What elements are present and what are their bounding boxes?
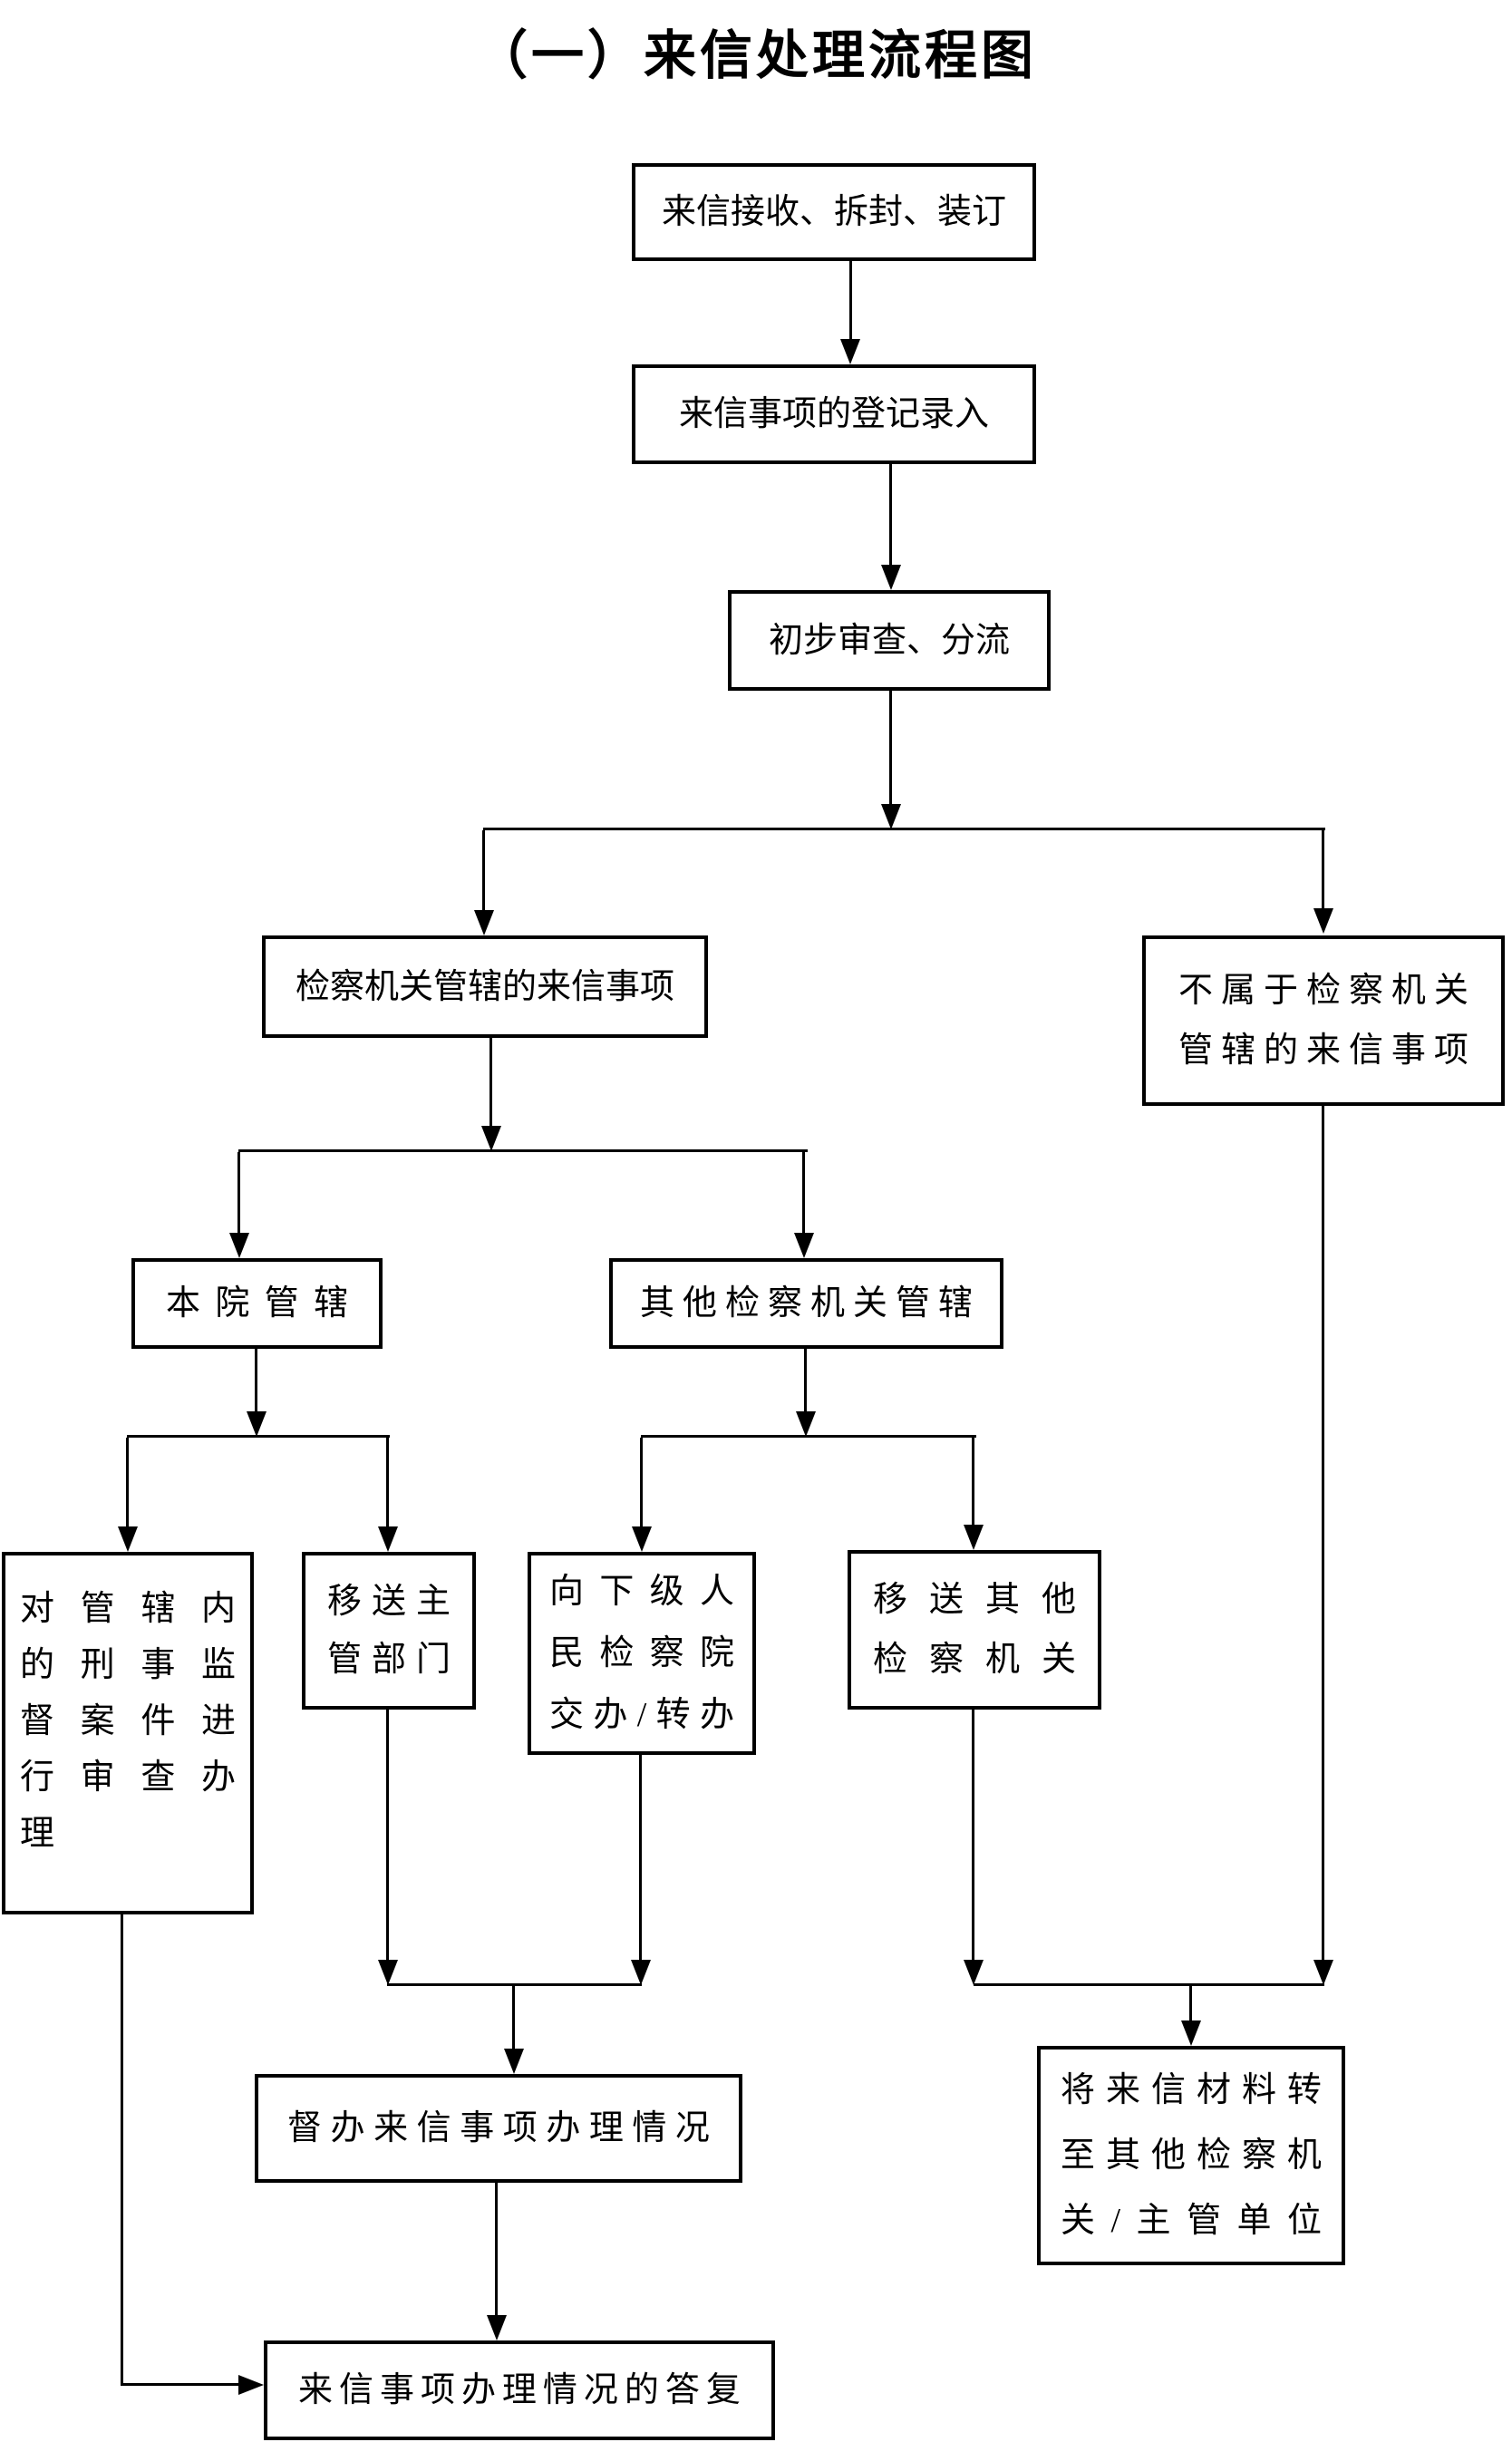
node-register: 来信事项的登记录入 [632, 364, 1036, 464]
arrowhead-down-icon [631, 1960, 651, 1985]
connector-line [639, 1755, 642, 1962]
node-forward-material: 将来信材料转至其他检察机关/主管单位 [1037, 2046, 1345, 2265]
arrowhead-down-icon [229, 1233, 249, 1258]
arrowhead-down-icon [481, 1126, 501, 1151]
node-own-court: 本院管辖 [131, 1258, 383, 1349]
connector-line [1322, 1106, 1324, 1962]
connector-line [802, 1152, 805, 1235]
connector-line [121, 1914, 123, 2386]
arrowhead-down-icon [794, 1233, 814, 1258]
connector-line [1322, 830, 1324, 910]
node-review: 初步审查、分流 [728, 590, 1051, 691]
arrowhead-down-icon [504, 2049, 524, 2074]
connector-line [482, 830, 485, 912]
node-transfer-other: 移送其他检察机关 [848, 1550, 1101, 1710]
connector-line [889, 464, 892, 567]
arrowhead-down-icon [378, 1960, 398, 1985]
node-criminal-review: 对管辖内的刑事监督案件进行审查办理 [2, 1552, 254, 1914]
arrowhead-down-icon [840, 339, 860, 364]
arrowhead-down-icon [632, 1526, 652, 1552]
arrowhead-down-icon [1313, 908, 1333, 934]
arrowhead-right-icon [238, 2375, 264, 2395]
arrowhead-down-icon [487, 2315, 507, 2340]
arrowhead-down-icon [881, 804, 901, 829]
arrowhead-down-icon [964, 1960, 984, 1985]
node-receive: 来信接收、拆封、装订 [632, 163, 1036, 261]
node-transfer-dept: 移送主管部门 [302, 1552, 476, 1710]
connector-line [238, 1149, 808, 1152]
connector-line [386, 1710, 389, 1962]
arrowhead-down-icon [1181, 2020, 1201, 2046]
connector-line [237, 1152, 240, 1235]
connector-line [495, 2183, 498, 2317]
connector-line [889, 691, 892, 806]
connector-line [849, 261, 852, 341]
connector-line [974, 1983, 1324, 1986]
arrowhead-down-icon [118, 1526, 138, 1552]
arrowhead-down-icon [964, 1525, 984, 1550]
arrowhead-down-icon [247, 1411, 267, 1437]
node-reply: 来信事项办理情况的答复 [264, 2340, 775, 2440]
connector-line [121, 2383, 240, 2386]
connector-line [255, 1349, 257, 1413]
connector-line [127, 1435, 390, 1438]
connector-line [489, 1038, 492, 1128]
diagram-title: （一）来信处理流程图 [474, 26, 1037, 85]
connector-line [640, 1438, 643, 1528]
connector-line [641, 1435, 976, 1438]
arrowhead-down-icon [474, 910, 494, 935]
arrowhead-down-icon [796, 1411, 816, 1437]
connector-line [1189, 1986, 1192, 2022]
connector-line [387, 1983, 642, 1986]
node-supervise: 督办来信事项办理情况 [255, 2074, 742, 2183]
connector-line [804, 1349, 807, 1413]
connector-line [972, 1710, 974, 1962]
node-assign-lower: 向下级人民检察院交办/转办 [528, 1552, 756, 1755]
node-not-jurisdiction: 不属于检察机关管辖的来信事项 [1142, 935, 1505, 1106]
connector-line [512, 1986, 515, 2050]
connector-line [126, 1438, 129, 1528]
arrowhead-down-icon [378, 1526, 398, 1552]
connector-line [386, 1438, 389, 1528]
connector-line [972, 1438, 974, 1526]
arrowhead-down-icon [881, 565, 901, 590]
connector-line [483, 828, 1325, 830]
node-other-procuratorate: 其他检察机关管辖 [609, 1258, 1003, 1349]
node-jurisdiction: 检察机关管辖的来信事项 [262, 935, 708, 1038]
arrowhead-down-icon [1313, 1960, 1333, 1985]
